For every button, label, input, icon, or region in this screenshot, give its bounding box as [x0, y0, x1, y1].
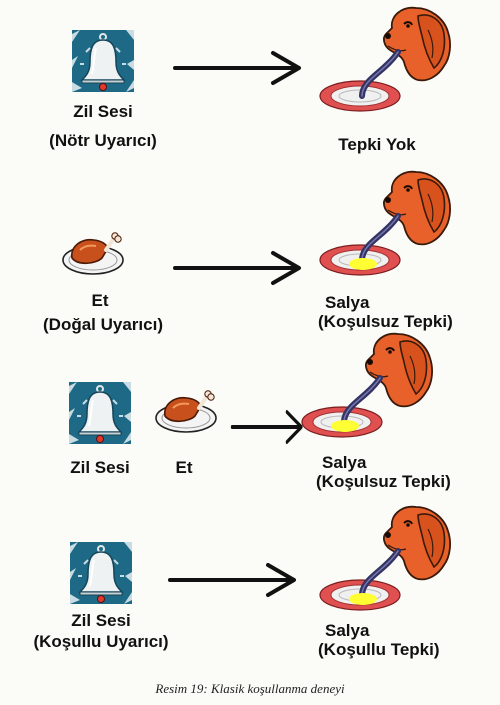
dog-icon	[318, 6, 458, 116]
response-sublabel: (Koşulsuz Tepki)	[316, 472, 451, 491]
dog-icon	[318, 505, 458, 615]
bell-icon	[68, 381, 132, 445]
arrow-icon	[173, 251, 301, 285]
response-sublabel: (Koşulsuz Tepki)	[318, 312, 453, 331]
arrow-icon	[168, 563, 296, 597]
bell-icon	[69, 541, 133, 605]
response-sublabel: (Koşullu Tepki)	[318, 640, 440, 659]
stimulus-sublabel: (Nötr Uyarıcı)	[49, 131, 157, 150]
saliva-mark	[349, 258, 377, 270]
response-label: Salya	[325, 621, 370, 640]
meat-icon	[154, 388, 218, 434]
stimulus-label: Et	[91, 291, 109, 310]
figure-caption: Resim 19: Klasik koşullanma deneyi	[155, 681, 345, 696]
stimulus-sublabel: (Koşullu Uyarıcı)	[33, 632, 169, 651]
response-label: Salya	[325, 293, 370, 312]
dog-icon	[318, 170, 458, 280]
saliva-mark	[349, 593, 377, 605]
arrow-icon	[230, 410, 304, 444]
arrow-icon	[173, 51, 301, 85]
stimulus-sublabel: (Doğal Uyarıcı)	[43, 315, 163, 334]
saliva-mark	[331, 420, 359, 432]
meat-icon	[61, 230, 125, 276]
stimulus-label: Zil Sesi	[73, 102, 133, 121]
stimulus-label: Zil Sesi	[71, 611, 131, 630]
response-label: Tepki Yok	[338, 135, 416, 154]
response-label: Salya	[322, 453, 367, 472]
dog-icon	[300, 332, 440, 442]
bell-icon	[71, 29, 135, 93]
stimulus-label: Et	[175, 458, 193, 477]
stimulus-label: Zil Sesi	[70, 458, 130, 477]
